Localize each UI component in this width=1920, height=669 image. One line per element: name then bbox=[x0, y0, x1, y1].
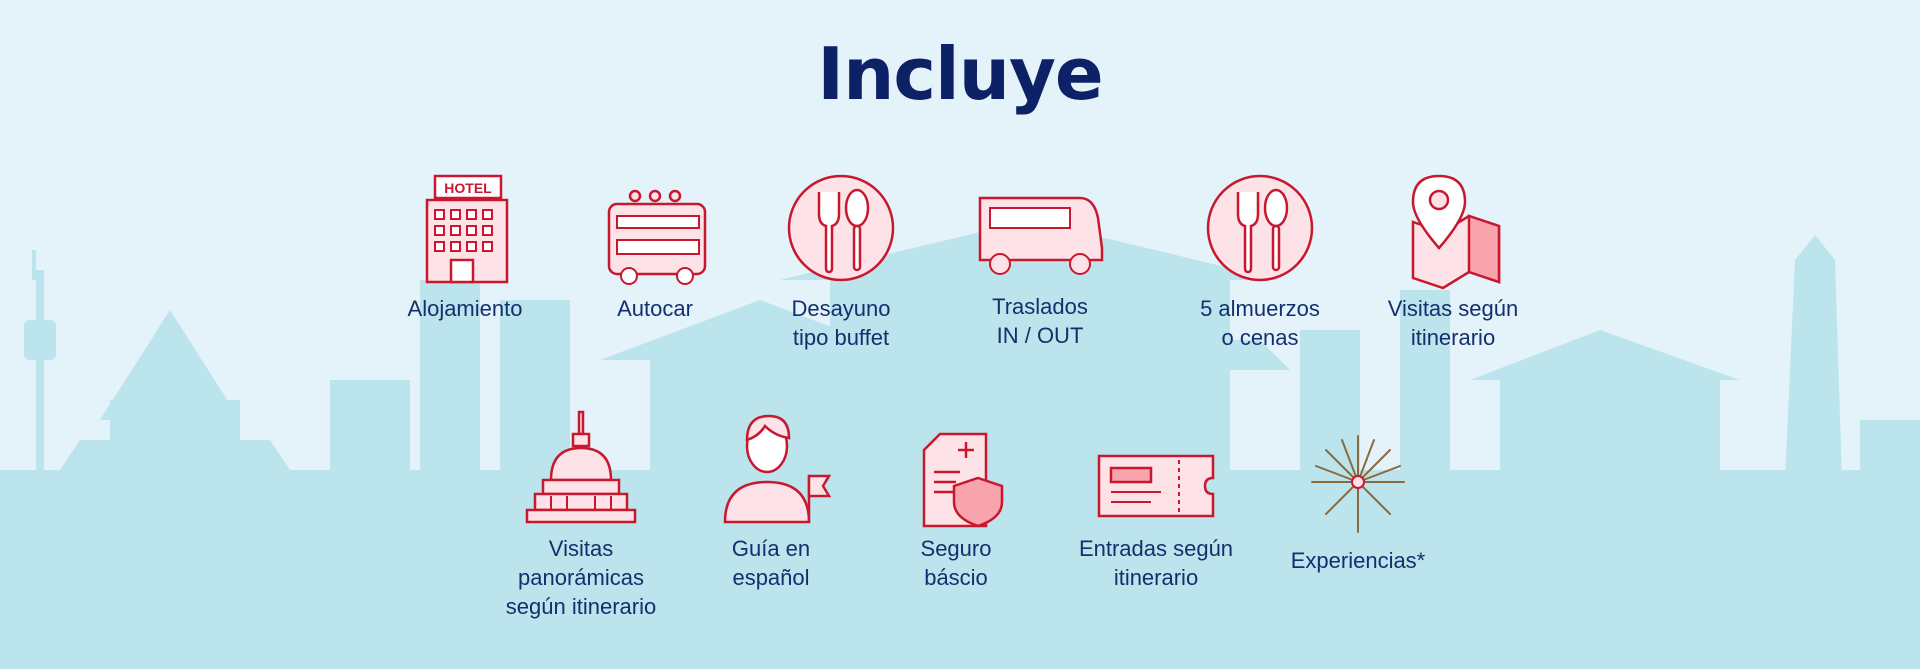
page-title: Incluye bbox=[817, 32, 1103, 116]
item-label: Entradas según itinerario bbox=[1078, 536, 1234, 590]
tour-guide-icon bbox=[723, 414, 831, 524]
item-guia: Guía en español bbox=[671, 410, 871, 592]
item-visitas-panoramicas: Visitas panorámicas según itinerario bbox=[481, 410, 681, 621]
item-label: 5 almuerzos o cenas bbox=[1200, 296, 1320, 350]
item-label: Experiencias* bbox=[1290, 548, 1426, 573]
item-entradas: Entradas según itinerario bbox=[1056, 410, 1256, 592]
double-decker-bus-icon bbox=[607, 189, 707, 285]
item-seguro: Seguro báscio bbox=[856, 410, 1056, 592]
item-label: Traslados IN / OUT bbox=[992, 294, 1088, 348]
item-desayuno: Desayuno tipo buffet bbox=[741, 170, 941, 352]
item-label: Seguro báscio bbox=[920, 536, 992, 590]
item-visitas: Visitas según itinerario bbox=[1353, 170, 1553, 352]
item-label: Desayuno tipo buffet bbox=[791, 296, 891, 350]
map-pin-icon bbox=[1411, 174, 1501, 290]
hotel-sign-text: HOTEL bbox=[444, 180, 492, 196]
fireworks-icon bbox=[1311, 435, 1405, 533]
pagoda-icon bbox=[525, 410, 637, 524]
fork-spoon-icon bbox=[1206, 174, 1314, 282]
fork-spoon-icon bbox=[787, 174, 895, 282]
item-traslados: Traslados IN / OUT bbox=[940, 168, 1140, 350]
item-label: Autocar bbox=[617, 296, 693, 321]
item-autocar: Autocar bbox=[555, 170, 755, 323]
item-almuerzos: 5 almuerzos o cenas bbox=[1160, 170, 1360, 352]
bus-icon bbox=[978, 196, 1104, 275]
insurance-document-icon bbox=[922, 432, 1004, 528]
hotel-icon: HOTEL bbox=[425, 174, 509, 284]
item-label: Visitas según itinerario bbox=[1387, 296, 1519, 350]
item-label: Visitas panorámicas según itinerario bbox=[505, 536, 657, 619]
item-alojamiento: HOTEL Alojamiento bbox=[365, 170, 565, 323]
ticket-icon bbox=[1097, 454, 1215, 518]
item-label: Alojamiento bbox=[407, 296, 523, 321]
item-label: Guía en español bbox=[731, 536, 811, 590]
item-experiencias: Experiencias* bbox=[1258, 432, 1458, 575]
